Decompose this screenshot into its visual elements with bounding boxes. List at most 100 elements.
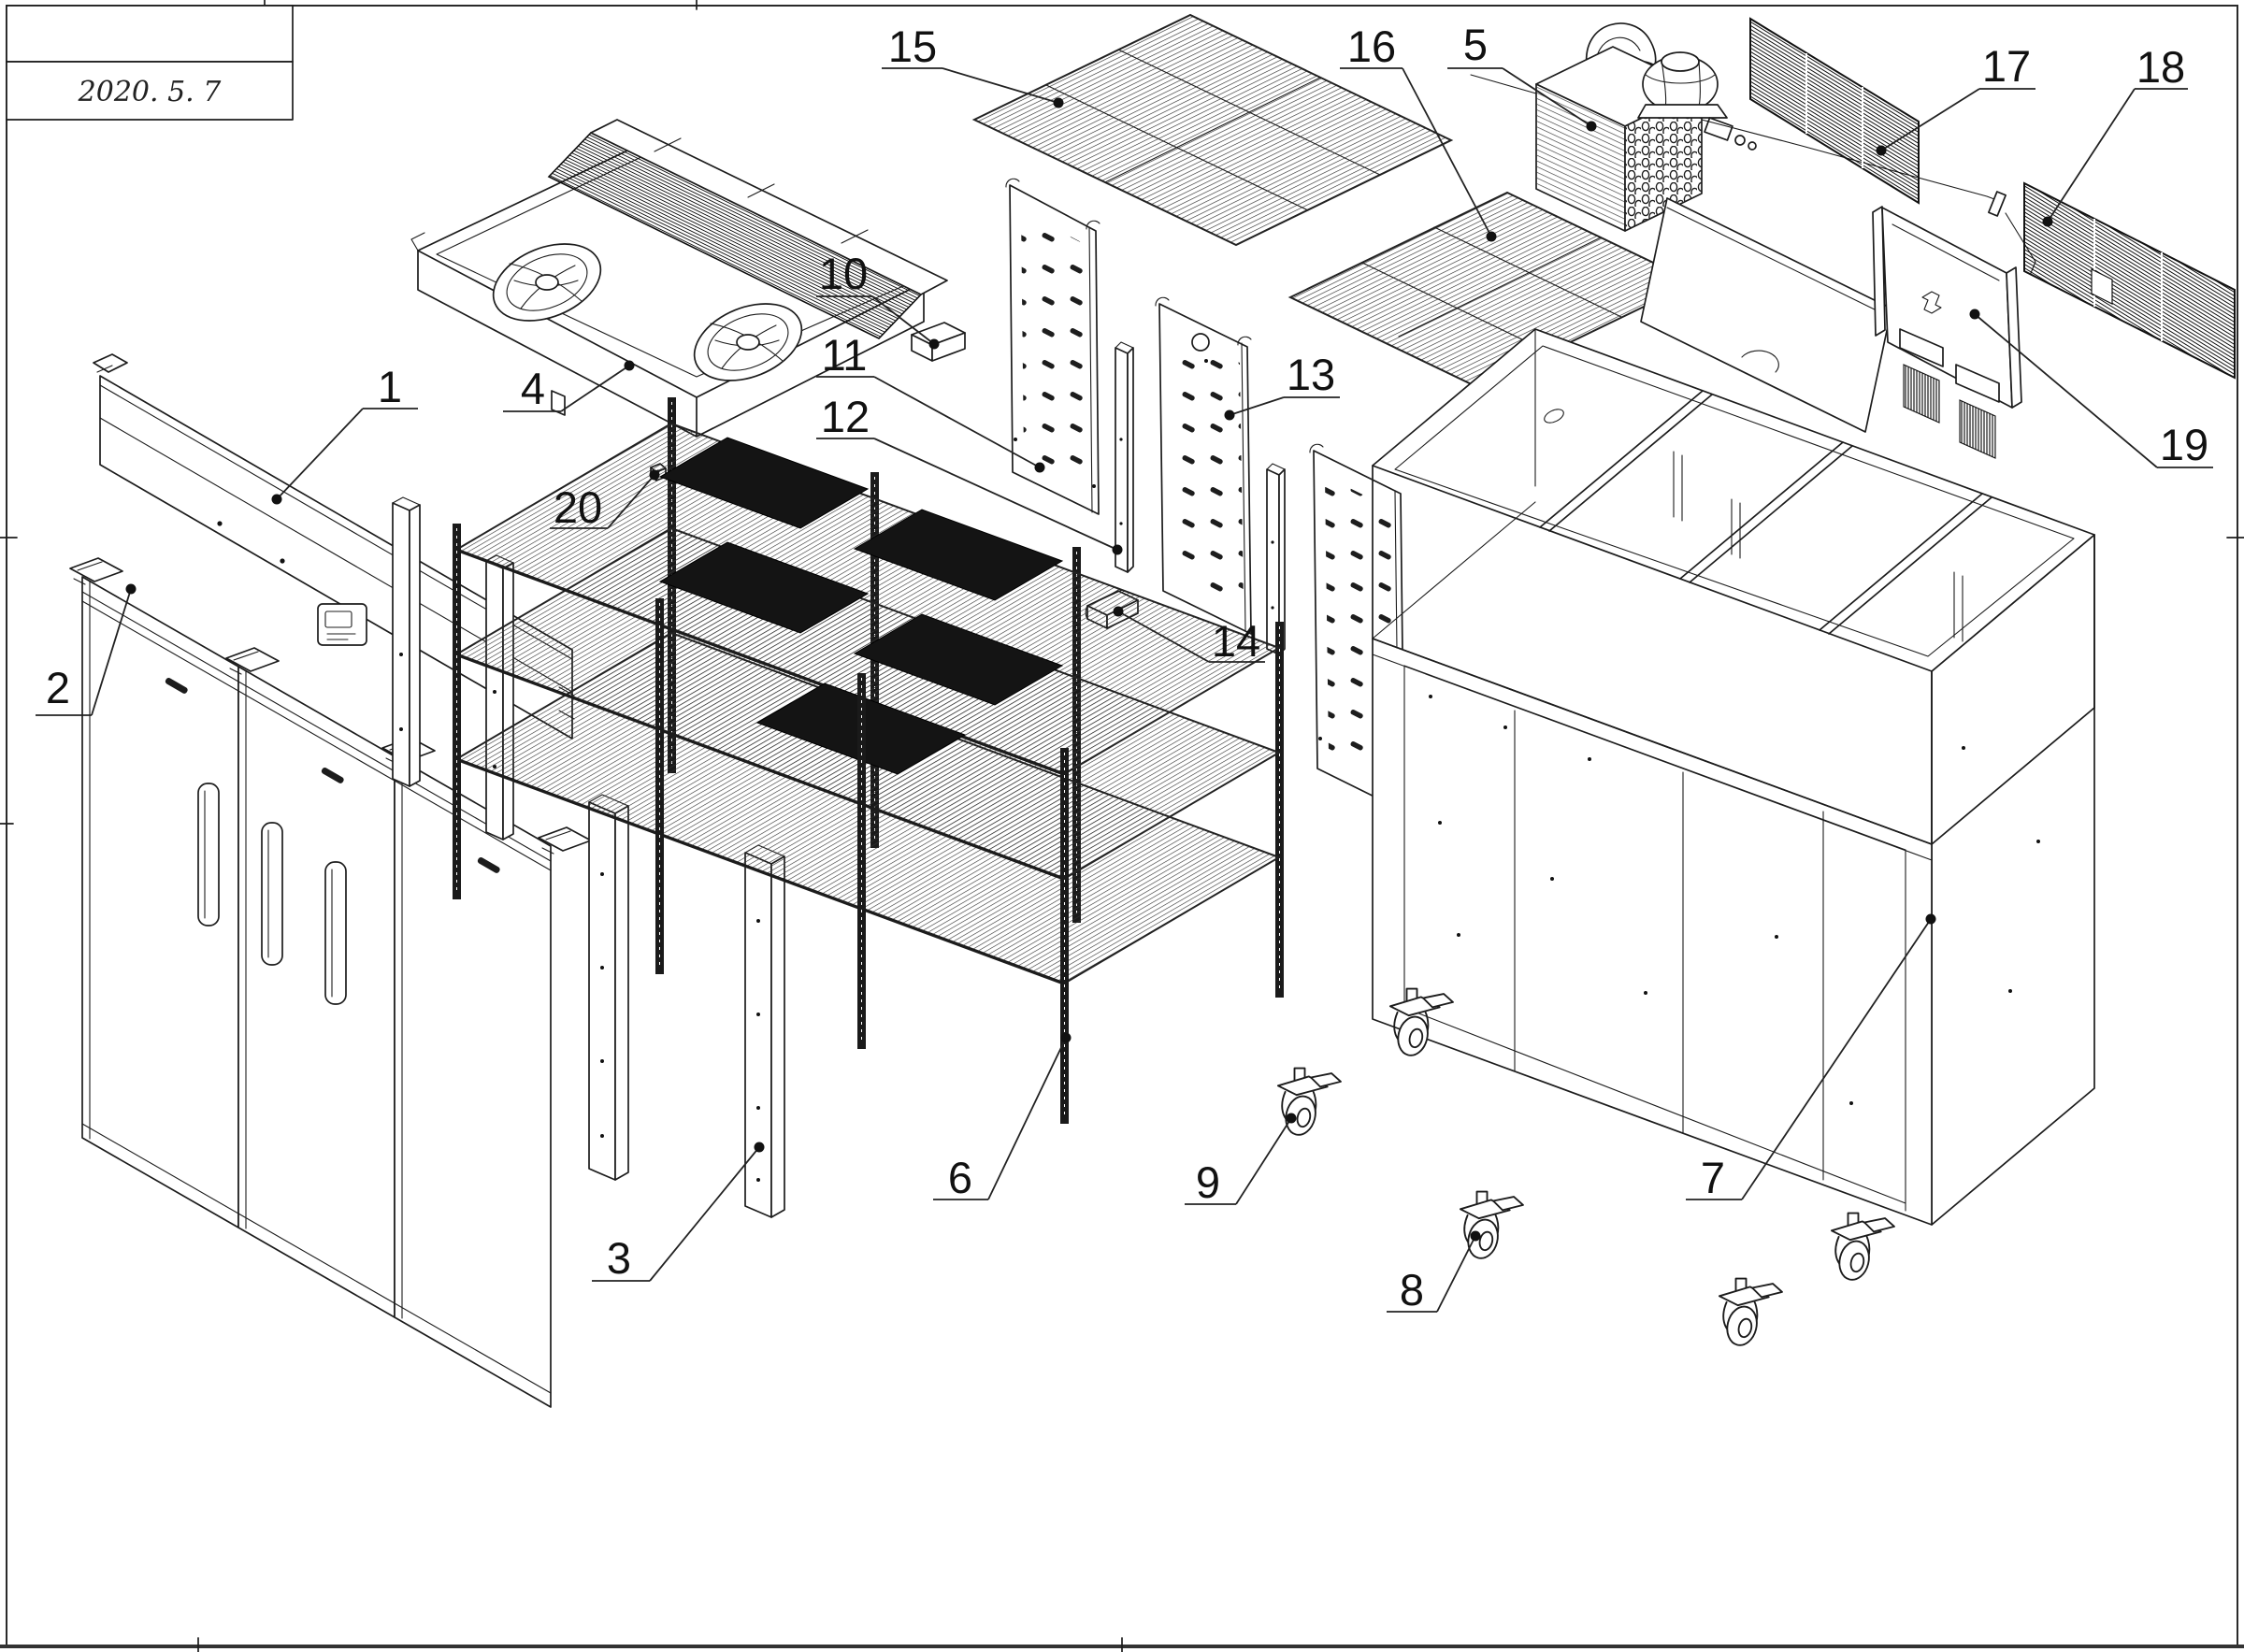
callout-10: 10 <box>816 249 940 350</box>
part-11-perforated-panel <box>1005 178 1100 515</box>
callout-17: 17 <box>1876 41 2035 156</box>
callout-leader-line <box>871 295 935 345</box>
part-19-heater-panel <box>1872 206 2022 459</box>
callout-13: 13 <box>1224 350 1340 421</box>
callout-number: 18 <box>2136 42 2185 92</box>
callout-2: 2 <box>36 583 137 716</box>
callout-dot <box>125 583 137 595</box>
callout-number: 1 <box>378 362 402 411</box>
callout-leader-line <box>607 474 655 529</box>
callout-number: 6 <box>948 1153 972 1202</box>
part-10-junction-box <box>911 322 966 362</box>
callout-leader-line <box>1436 1235 1476 1313</box>
part-4-evaporator-unit <box>410 119 948 438</box>
callout-dot <box>1113 606 1124 617</box>
callout-dot <box>1925 913 1936 925</box>
callout-dot <box>271 494 282 505</box>
callout-16: 16 <box>1340 22 1497 242</box>
callout-dot <box>1470 1230 1481 1242</box>
callout-dot <box>1034 462 1045 473</box>
part-15-wire-grid <box>971 13 1454 247</box>
part-5-condensing-unit <box>1470 22 2036 433</box>
callout-leader-line <box>1402 67 1492 237</box>
callout-dot <box>1486 231 1497 242</box>
callout-dot <box>649 469 660 481</box>
callout-leader-line <box>942 67 1059 104</box>
callout-1: 1 <box>271 362 418 505</box>
callout-number: 9 <box>1196 1157 1220 1207</box>
callout-number: 2 <box>46 663 70 712</box>
callout-number: 19 <box>2160 420 2208 469</box>
callout-number: 20 <box>554 482 602 532</box>
callout-dot <box>928 338 940 350</box>
callout-dot <box>1876 145 1887 156</box>
callout-leader-line <box>2047 88 2136 223</box>
callout-leader-line <box>1741 918 1932 1200</box>
callout-12: 12 <box>816 392 1123 555</box>
callout-4: 4 <box>503 360 635 413</box>
callout-leader-line <box>1974 313 2158 468</box>
callout-number: 7 <box>1701 1153 1725 1202</box>
door-controller <box>317 603 367 646</box>
callout-leader-line <box>649 1146 760 1282</box>
callout-number: 16 <box>1347 22 1396 71</box>
callout-leader-line <box>873 376 1041 468</box>
callout-leader-line <box>276 408 364 500</box>
callout-dot <box>624 360 635 371</box>
callout-14: 14 <box>1113 606 1265 666</box>
callout-number: 11 <box>822 330 868 380</box>
callout-dot <box>1112 544 1123 555</box>
callout-18: 18 <box>2042 42 2188 227</box>
callout-leader-line <box>1880 88 1980 151</box>
callout-leader-line <box>1229 396 1285 416</box>
callout-leader-line <box>1502 67 1592 127</box>
caster-under-cabinet-b <box>1718 1277 1783 1350</box>
callout-number: 13 <box>1287 350 1335 399</box>
callout-number: 12 <box>821 392 870 441</box>
callout-15: 15 <box>882 22 1064 108</box>
part-6-wire-shelving <box>453 397 1284 1124</box>
callout-dot <box>2042 216 2053 227</box>
callout-number: 8 <box>1400 1265 1424 1314</box>
callout-3: 3 <box>592 1142 765 1283</box>
callout-8: 8 <box>1387 1230 1481 1314</box>
callout-dot <box>1224 409 1235 421</box>
callout-leader-line <box>1235 1117 1292 1205</box>
part-9-caster <box>1276 1067 1342 1140</box>
callout-number: 15 <box>888 22 937 71</box>
callout-5: 5 <box>1447 20 1597 132</box>
callout-11: 11 <box>816 330 1045 473</box>
callout-dot <box>1053 97 1064 108</box>
callout-leader-line <box>1117 611 1210 663</box>
part-8-caster <box>1459 1190 1524 1263</box>
callout-leader-line <box>873 438 1118 551</box>
title-block: 2020. 5. 7 <box>6 5 294 121</box>
callout-dot <box>1060 1032 1072 1043</box>
callout-dot <box>754 1142 765 1153</box>
callout-dot <box>1286 1113 1297 1124</box>
callout-dot <box>1969 309 1980 320</box>
callout-19: 19 <box>1969 309 2213 469</box>
part-3-mullion-pillars <box>392 496 785 1218</box>
drawing-date: 2020. 5. 7 <box>78 76 223 108</box>
callout-number: 5 <box>1463 20 1488 69</box>
part-2-doors <box>69 557 592 1408</box>
part-12-corner-strip <box>1115 341 1134 573</box>
callout-number: 3 <box>607 1233 631 1283</box>
part-7-cabinet-body <box>1372 328 2095 1226</box>
callout-leader-line <box>560 365 630 412</box>
callout-leader-line <box>91 588 132 716</box>
part-18-grille <box>2023 181 2236 380</box>
part-17-grille <box>1749 17 1920 205</box>
callout-number: 10 <box>819 249 868 298</box>
callout-number: 14 <box>1212 616 1260 666</box>
callout-9: 9 <box>1185 1113 1297 1207</box>
part-13-perforated-panel <box>1155 296 1252 635</box>
compressor-dome <box>1637 51 1728 119</box>
callout-6: 6 <box>933 1032 1072 1202</box>
callout-leader-line <box>987 1037 1067 1200</box>
